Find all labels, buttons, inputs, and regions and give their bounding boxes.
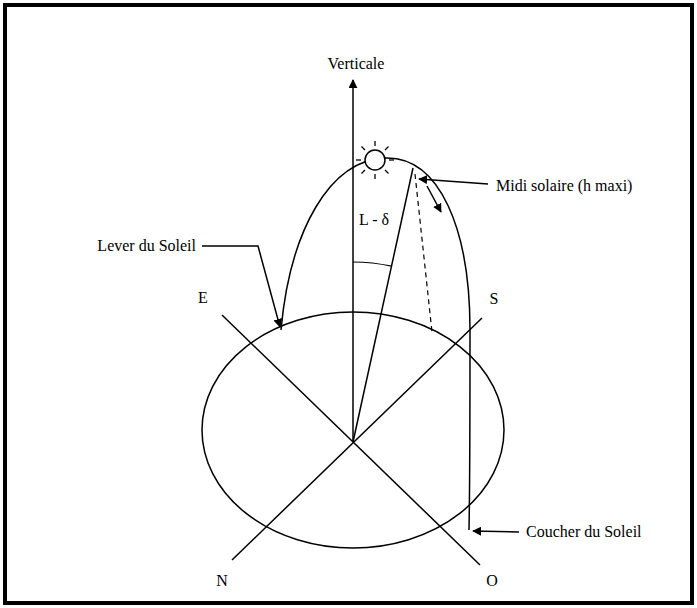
angle-arc — [353, 262, 392, 266]
direction-label: S — [488, 290, 501, 308]
frame — [5, 5, 692, 603]
lever-leader — [202, 246, 280, 327]
callout-label: Midi solaire (h maxi) — [494, 177, 634, 195]
coucher-leader — [473, 531, 519, 532]
direction-arrow — [427, 186, 441, 212]
vertical-arrow — [352, 80, 354, 442]
callout-label: Coucher du Soleil — [524, 523, 644, 541]
sun-symbol — [356, 141, 394, 179]
north-south-axis — [232, 318, 482, 560]
sun-direction-line — [353, 168, 413, 442]
projection-line — [415, 174, 432, 332]
sun-path — [281, 158, 470, 530]
direction-label: N — [214, 572, 230, 590]
angle-label: L - δ — [357, 211, 391, 229]
direction-label: O — [484, 572, 500, 590]
east-west-axis — [222, 315, 480, 565]
axis-label: Verticale — [326, 55, 387, 73]
callout-label: Lever du Soleil — [95, 237, 198, 255]
midi-leader — [419, 179, 488, 184]
direction-label: E — [196, 289, 210, 307]
